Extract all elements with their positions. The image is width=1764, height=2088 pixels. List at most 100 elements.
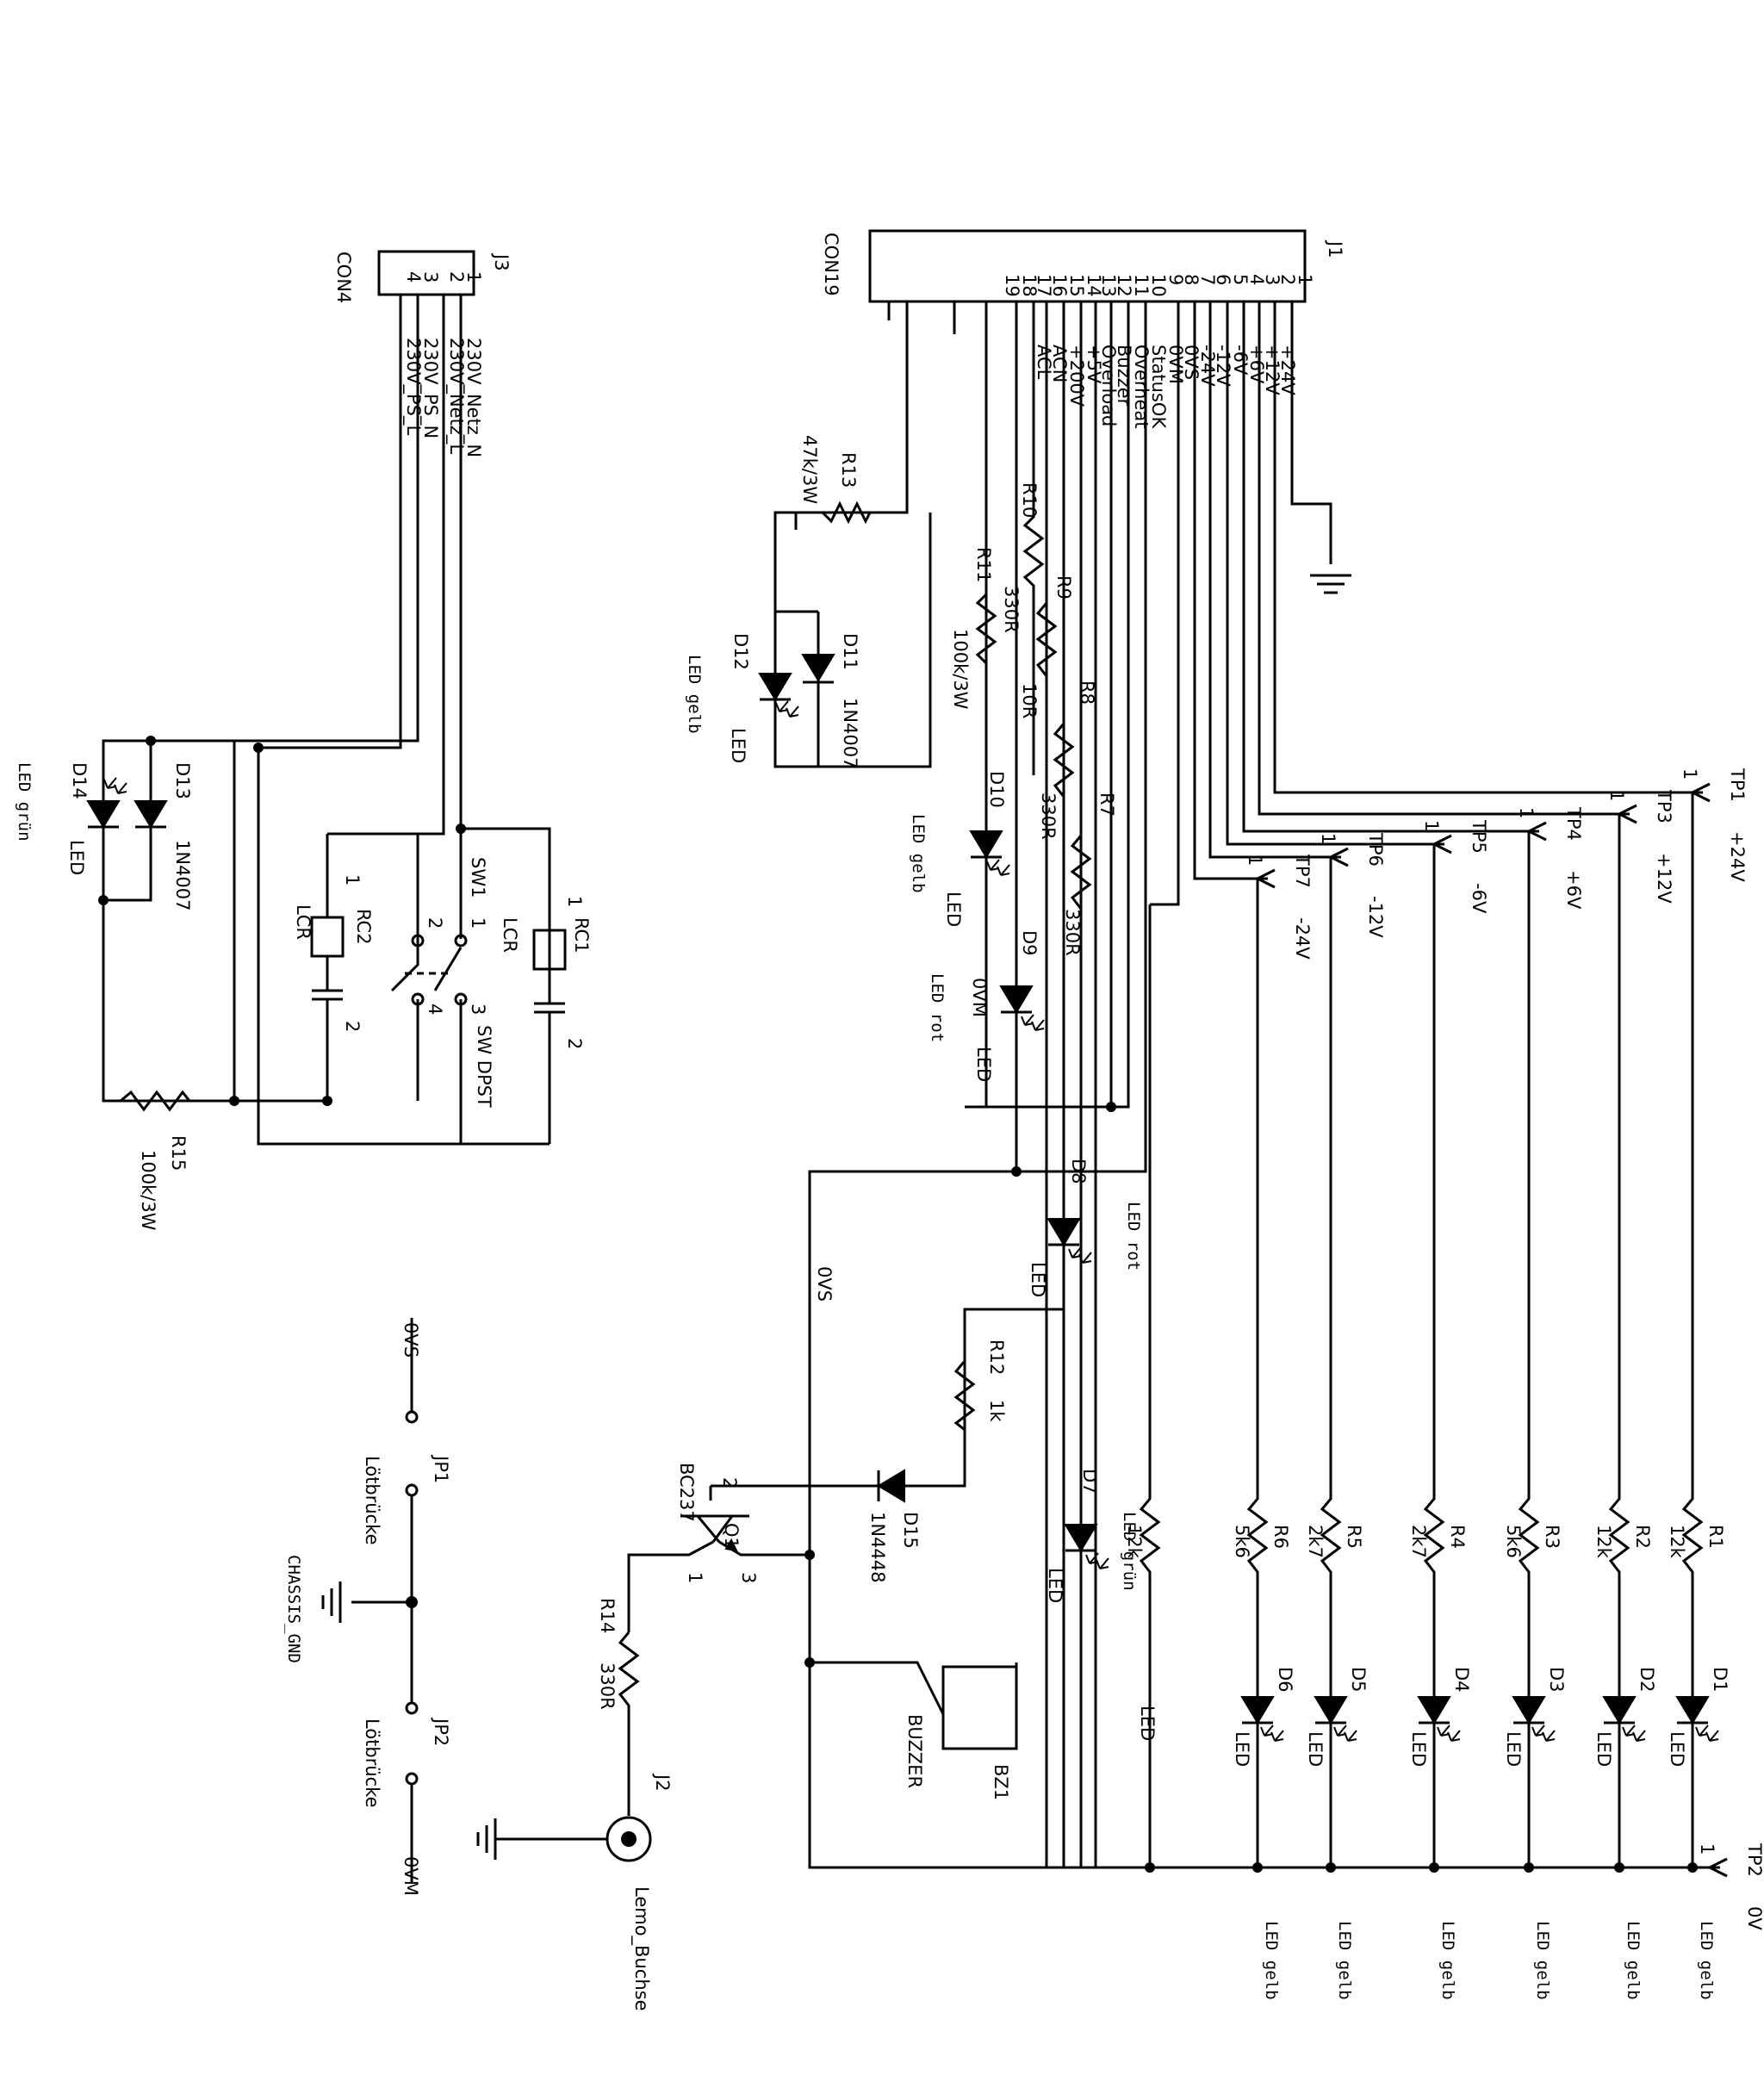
led-note-2: LED gelb xyxy=(1533,1921,1552,2000)
tp-ref-1: TP3 xyxy=(1654,789,1674,823)
tp-pin-3: 1 xyxy=(1421,820,1442,831)
j1-net-0: +24V xyxy=(1277,345,1298,395)
r15-ref: R15 xyxy=(168,1135,189,1171)
led-ref-0: D1 xyxy=(1710,1667,1730,1693)
testpoint-tp5: TP5-6V1 xyxy=(1421,819,1489,914)
rc2-type: LCR xyxy=(293,904,314,940)
jp2-net: 0VM xyxy=(401,1856,421,1896)
r9-ref: R9 xyxy=(1053,575,1074,600)
led-ref-4: D5 xyxy=(1348,1667,1369,1693)
j1-net-1: +12V xyxy=(1262,345,1283,395)
r13-d11-d12: R13 47k/3W D11 1N4007 D12 LED LED gelb xyxy=(685,435,932,769)
j1-pin-1: 1 xyxy=(1295,274,1315,285)
sw1-type: SW DPST xyxy=(474,1025,494,1108)
r12-val: 1k xyxy=(986,1400,1007,1422)
led-extra: LED xyxy=(1137,1706,1158,1741)
d14-note: LED grün xyxy=(15,762,34,842)
led-ref-5: D6 xyxy=(1275,1667,1295,1693)
buzzer-driver: R12 1k D15 1N4448 Q1 BC237 1 2 3 R14 330… xyxy=(476,1171,1096,2011)
led-ref-1: D2 xyxy=(1637,1667,1657,1693)
d7-type: LED xyxy=(1045,1568,1065,1603)
d9-ref: D9 xyxy=(1019,930,1040,956)
res-ref-5: R6 xyxy=(1270,1525,1291,1549)
j1-pin-11: 11 xyxy=(1131,274,1152,297)
j1-pin-10: 10 xyxy=(1148,274,1169,297)
res-val-6: 12k xyxy=(1124,1525,1145,1559)
q1-pin1: 1 xyxy=(685,1572,705,1583)
j1-net-11: Overload xyxy=(1098,345,1119,426)
res-val-2: 5k6 xyxy=(1503,1525,1524,1558)
tp-net-2: +6V xyxy=(1563,870,1584,910)
q1-pin2: 2 xyxy=(719,1477,740,1488)
res-val-1: 12k xyxy=(1593,1525,1614,1559)
d7-ref: D7 xyxy=(1079,1469,1100,1495)
j3-net-4: 230V_PS_L xyxy=(402,338,424,435)
sw1-ref: SW1 xyxy=(468,857,488,898)
r13-val: 47k/3W xyxy=(799,435,820,504)
jp2-ref: JP2 xyxy=(431,1717,451,1746)
rc2-ref: RC2 xyxy=(353,909,374,945)
r12-ref: R12 xyxy=(986,1339,1007,1375)
d8-ref: D8 xyxy=(1068,1159,1089,1184)
r14-val: 330R xyxy=(597,1662,618,1710)
j2-type: Lemo_Buchse xyxy=(630,1886,652,2011)
d14-type: LED xyxy=(66,840,87,875)
r9-val: 10R xyxy=(1019,683,1040,718)
q1-ref: Q1 xyxy=(721,1523,742,1549)
r10-val: 330R xyxy=(1001,586,1022,633)
ground-symbol xyxy=(1310,574,1351,594)
d15-type: 1N4448 xyxy=(867,1512,888,1583)
res-val-3: 2k7 xyxy=(1408,1525,1429,1558)
r11-ref: R11 xyxy=(973,547,994,582)
bz1-ref: BZ1 xyxy=(991,1764,1011,1800)
j1-net-13: +200V xyxy=(1066,345,1087,407)
j3-pin-1: 1 xyxy=(463,271,484,283)
j1-pin-8: 8 xyxy=(1181,274,1202,285)
j3-pin-3: 3 xyxy=(420,271,441,283)
j1-net-5: -24V xyxy=(1197,345,1218,387)
d13-ref: D13 xyxy=(172,762,193,799)
d14-ref: D14 xyxy=(69,762,90,799)
j3-net-2: 230V_Netz_L xyxy=(445,338,467,454)
r15-val: 100k/3W xyxy=(138,1150,158,1231)
led-type-2: LED xyxy=(1503,1731,1524,1767)
d7-note: LED grün xyxy=(1120,1512,1139,1591)
tp-pin-2: 1 xyxy=(1516,807,1537,818)
chassis-label: CHASSIS_GND xyxy=(284,1555,303,1663)
tp-pin-4: 1 xyxy=(1318,833,1339,844)
j1-ref: J1 xyxy=(1325,239,1345,258)
r7-ref: R7 xyxy=(1096,792,1117,817)
r8-ref: R8 xyxy=(1077,680,1097,705)
j1-pin-17: 17 xyxy=(1034,274,1054,297)
j1-net-labels: +24V+12V+6V-6V-12V-24V0VS0VMStatusOKOver… xyxy=(1034,345,1298,429)
d8-note: LED rot xyxy=(1124,1202,1143,1271)
j1-pin-3: 3 xyxy=(1262,274,1283,285)
rc1-pin2: 2 xyxy=(564,1038,585,1049)
bz1-type: BUZZER xyxy=(904,1714,925,1788)
j2-ref: J2 xyxy=(652,1773,673,1792)
sw1-pin3: 3 xyxy=(468,1004,488,1015)
sw1-pin4: 4 xyxy=(425,1004,445,1015)
r10-ref: R10 xyxy=(1019,482,1040,518)
j1-net-9: Overheat xyxy=(1131,345,1152,428)
res-ref-1: R2 xyxy=(1632,1525,1653,1549)
j1-pin-7: 7 xyxy=(1197,274,1218,285)
jumpers: 0VS JP1 Lötbrücke CHASSIS_GND JP2 Lötbrü… xyxy=(284,1318,451,1896)
ladder: R112kD1LEDR212kD2LEDR35k6D3LEDR42k7D4LED… xyxy=(1124,792,1730,1873)
d13-type: 1N4007 xyxy=(172,840,193,911)
j1-pin-2: 2 xyxy=(1277,274,1298,285)
j3-ref: J3 xyxy=(491,252,512,271)
res-val-0: 12k xyxy=(1667,1525,1687,1559)
jp2-type: Lötbrücke xyxy=(362,1718,382,1808)
tp-ref-0: TP1 xyxy=(1727,767,1748,802)
tp-pin-1: 1 xyxy=(1606,790,1627,801)
